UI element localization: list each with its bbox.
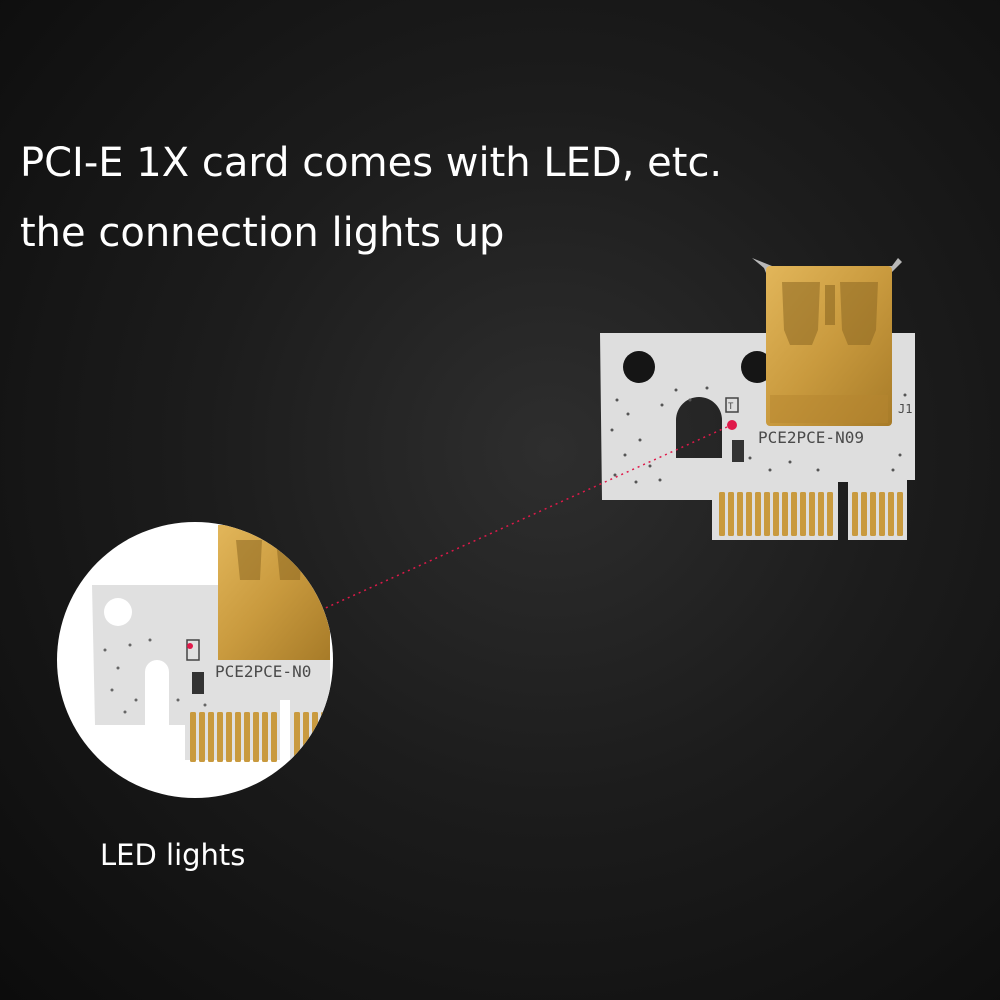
- led-component: [725, 397, 744, 462]
- zoom-magnifier: PCE2PCE-N0: [57, 522, 333, 798]
- headline-line-2: the connection lights up: [20, 210, 505, 256]
- gold-fingers: [719, 492, 903, 536]
- model-label: PCE2PCE-N09: [758, 428, 864, 447]
- pcb-dots: [610, 386, 907, 484]
- headline: PCI-E 1X card comes with LED, etc. the c…: [20, 128, 722, 268]
- led-indicator: [727, 420, 737, 430]
- mount-hole: [623, 351, 655, 383]
- callout-line: [309, 426, 728, 616]
- headline-line-1: PCI-E 1X card comes with LED, etc.: [20, 140, 723, 186]
- riser-card: T J1 PCE2PCE-N09: [600, 258, 915, 540]
- svg-text:J1: J1: [898, 402, 912, 416]
- usb-connector: [752, 258, 902, 426]
- svg-text:T: T: [728, 402, 734, 412]
- zoom-model-label: PCE2PCE-N0: [215, 662, 311, 681]
- mount-hole: [741, 351, 773, 383]
- led-caption: LED lights: [100, 838, 246, 872]
